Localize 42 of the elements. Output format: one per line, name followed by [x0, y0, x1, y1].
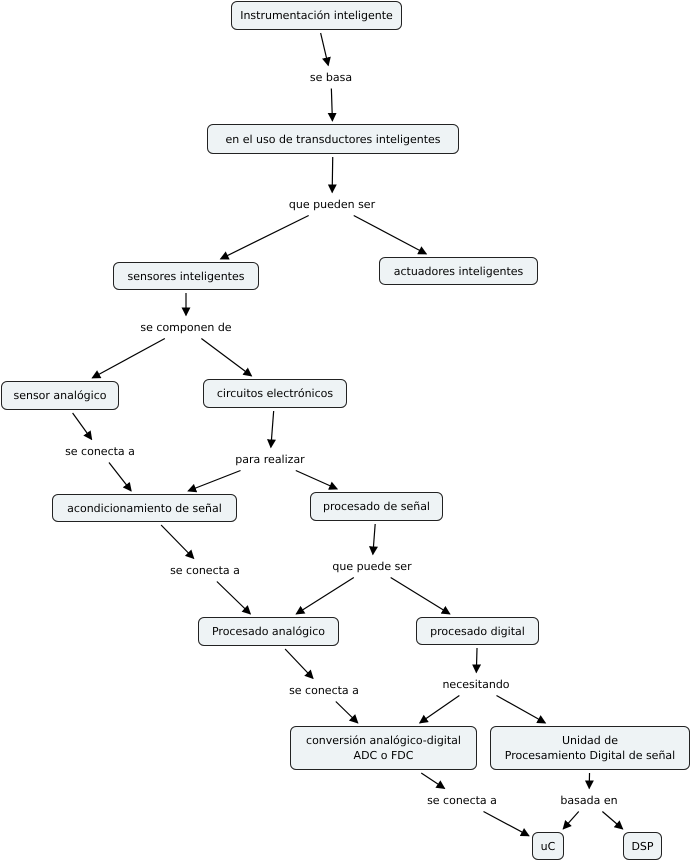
arrow — [353, 214, 428, 255]
arrow — [220, 214, 309, 260]
concept-box: Unidad de Procesamiento Digital de señal — [490, 726, 690, 770]
concept-box: procesado de señal — [310, 492, 443, 521]
concept-box: circuitos electrónicos — [203, 379, 347, 408]
arrow — [483, 810, 530, 836]
concept-box: conversión analógico-digital ADC o FDC — [290, 726, 477, 770]
arrow — [562, 811, 580, 830]
concept-box: Procesado analógico — [198, 617, 339, 646]
arrow — [267, 410, 276, 448]
arrow — [472, 648, 482, 674]
arrow — [420, 772, 446, 789]
arrow — [296, 470, 338, 490]
concept-box: sensor analógico — [1, 381, 119, 410]
arrow — [369, 524, 378, 556]
concept-box: acondicionamiento de señal — [52, 494, 237, 522]
arrow — [328, 88, 337, 122]
arrow — [335, 701, 358, 724]
arrow — [320, 32, 331, 66]
arrow — [328, 156, 337, 194]
arrow — [496, 694, 546, 724]
arrow — [216, 581, 252, 615]
concept-box: DSP — [623, 832, 662, 860]
arrow — [187, 470, 241, 492]
concept-box: Instrumentación inteligente — [231, 1, 402, 30]
concept-box: en el uso de transductores inteligentes — [207, 124, 459, 154]
arrow — [91, 338, 166, 379]
concept-box: procesado digital — [416, 617, 539, 645]
arrow — [72, 412, 92, 440]
concept-box: sensores inteligentes — [113, 262, 259, 290]
arrow — [295, 577, 354, 614]
arrow — [160, 524, 194, 560]
arrow — [390, 576, 451, 615]
arrow — [584, 772, 594, 790]
concept-box: uC — [532, 832, 564, 860]
concept-box: actuadores inteligentes — [379, 257, 538, 285]
arrow — [182, 293, 190, 316]
arrow — [108, 462, 132, 492]
arrow — [418, 695, 460, 724]
arrow — [284, 648, 314, 680]
arrow — [201, 338, 252, 377]
arrow — [602, 811, 624, 830]
